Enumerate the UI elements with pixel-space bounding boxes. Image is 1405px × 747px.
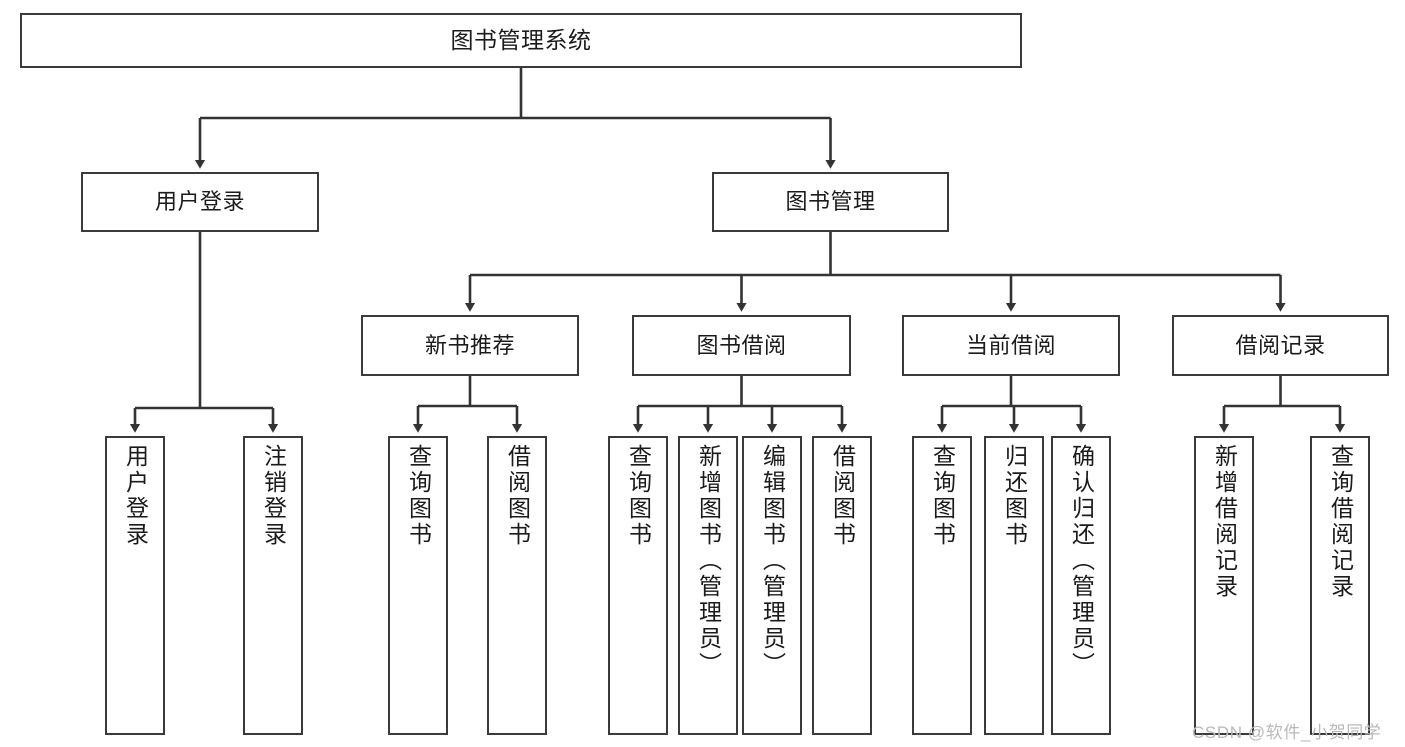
node-label: 借阅图书: [829, 444, 856, 548]
node-label: 借阅图书: [504, 444, 531, 548]
node-label: 当前借阅: [965, 332, 1056, 358]
node-bookmgmt: 图书管理: [712, 172, 949, 232]
node-l-query3: 查询图书: [912, 436, 972, 735]
node-label: 用户登录: [122, 444, 149, 548]
node-l-query1: 查询图书: [388, 436, 448, 735]
node-l-confirm: 确认归还（管理员）: [1051, 436, 1111, 735]
node-l-addrec: 新增借阅记录: [1194, 436, 1254, 735]
node-label: 查询图书: [625, 444, 652, 548]
node-l-queryrec: 查询借阅记录: [1310, 436, 1370, 735]
node-label: 图书借阅: [696, 332, 787, 358]
node-borrow: 图书借阅: [632, 315, 851, 376]
node-records: 借阅记录: [1172, 315, 1389, 376]
node-l-add: 新增图书（管理员）: [678, 436, 738, 735]
node-login: 用户登录: [81, 172, 319, 232]
node-label: 借阅记录: [1235, 332, 1326, 358]
node-label: 查询借阅记录: [1327, 444, 1354, 600]
node-label: 注销登录: [260, 444, 287, 548]
node-l-login: 用户登录: [105, 436, 165, 735]
node-label: 新书推荐: [424, 332, 515, 358]
node-label: 新增借阅记录: [1211, 444, 1238, 600]
node-l-borrow2: 借阅图书: [812, 436, 872, 735]
node-label: 编辑图书（管理员）: [759, 444, 786, 678]
node-label: 图书管理: [785, 189, 876, 215]
node-newbook: 新书推荐: [361, 315, 579, 376]
node-l-borrow1: 借阅图书: [487, 436, 547, 735]
node-label: 用户登录: [154, 189, 245, 215]
node-label: 归还图书: [1001, 444, 1028, 548]
node-label: 新增图书（管理员）: [695, 444, 722, 678]
node-current: 当前借阅: [902, 315, 1120, 376]
node-label: 查询图书: [405, 444, 432, 548]
node-label: 查询图书: [929, 444, 956, 548]
csdn-watermark: CSDN @软件_小贺同学: [1192, 723, 1382, 742]
node-root: 图书管理系统: [20, 13, 1022, 68]
node-label: 确认归还（管理员）: [1068, 444, 1095, 678]
node-l-query2: 查询图书: [608, 436, 668, 735]
node-l-return: 归还图书: [984, 436, 1044, 735]
node-label: 图书管理系统: [450, 26, 592, 53]
node-l-logout: 注销登录: [243, 436, 303, 735]
node-l-edit: 编辑图书（管理员）: [742, 436, 802, 735]
